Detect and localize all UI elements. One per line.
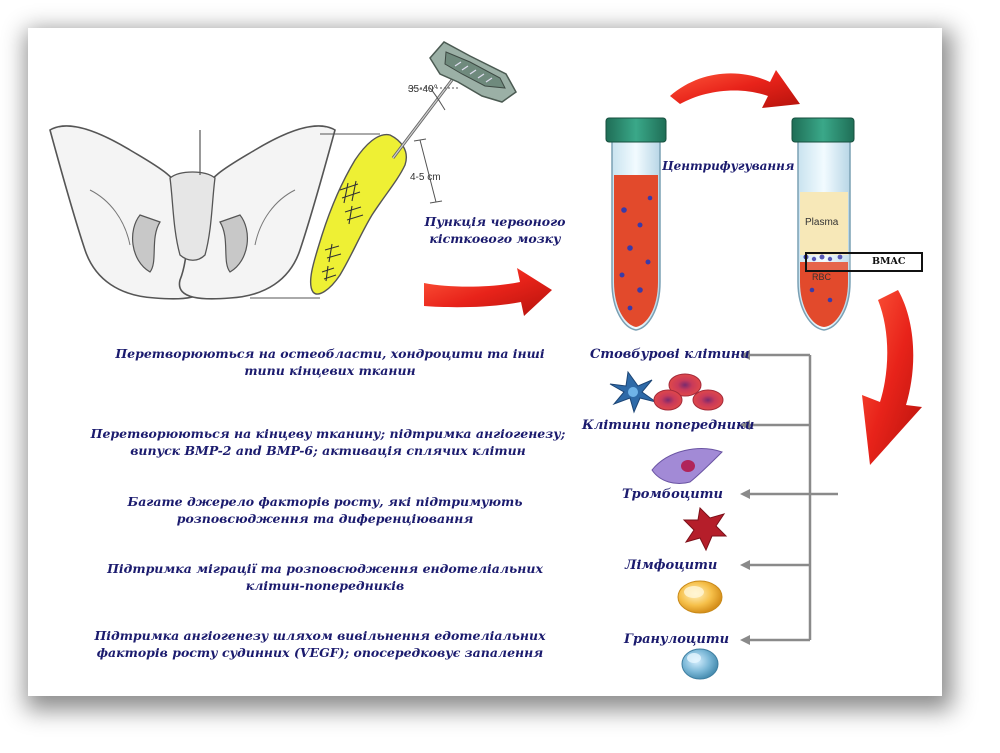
- arrow-centrifuge: [670, 70, 800, 108]
- description-platelets: Багате джерело факторів росту, які підтр…: [127, 494, 523, 526]
- progenitor-cell-icon: [651, 448, 723, 484]
- puncture-label: Пункція червоного кісткового мозку: [424, 214, 566, 246]
- cell-name-platelets: Тромбоцити: [622, 487, 723, 502]
- cell-name-granulocytes: Гранулоцити: [624, 632, 730, 647]
- angle-label: 35-40°: [408, 84, 438, 95]
- cell-name-progenitor: Клітини попередники: [582, 418, 755, 433]
- red-blood-cells-icon: [653, 373, 724, 411]
- cell-name-stem: Стовбурові клітини: [590, 347, 750, 362]
- arrow-to-cells: [862, 290, 922, 465]
- bracket-arrowheads: [740, 350, 750, 645]
- depth-label: 4-5 cm: [410, 172, 441, 183]
- platelet-icon: [682, 506, 728, 552]
- description-granulocytes: Підтримка ангіогенезу шляхом вивільнення…: [94, 628, 546, 660]
- plasma-label: Plasma: [805, 217, 839, 228]
- cell-name-lymphocytes: Лімфоцити: [625, 558, 718, 573]
- cell-bracket: [748, 353, 838, 642]
- description-stem: Перетворюються на остеобласти, хондроцит…: [115, 346, 545, 378]
- pelvis-illustration: [49, 41, 517, 300]
- description-progenitor: Перетворюються на кінцеву тканину; підтр…: [90, 426, 566, 458]
- arrow-to-tube: [424, 268, 552, 316]
- stem-cell-icon: [609, 370, 657, 414]
- figure-card: [28, 28, 942, 696]
- lymphocyte-icon: [677, 580, 723, 614]
- granulocyte-icon: [681, 648, 719, 680]
- tube-aspirate: [605, 117, 667, 331]
- rbc-label: RBC: [812, 272, 832, 282]
- centrifuge-label: Центрифугування: [662, 159, 795, 173]
- bmac-label: BMAC: [872, 256, 906, 267]
- description-lymphocytes: Підтримка міграції та розповсюдження енд…: [107, 561, 543, 593]
- tube-centrifuged: [791, 117, 923, 331]
